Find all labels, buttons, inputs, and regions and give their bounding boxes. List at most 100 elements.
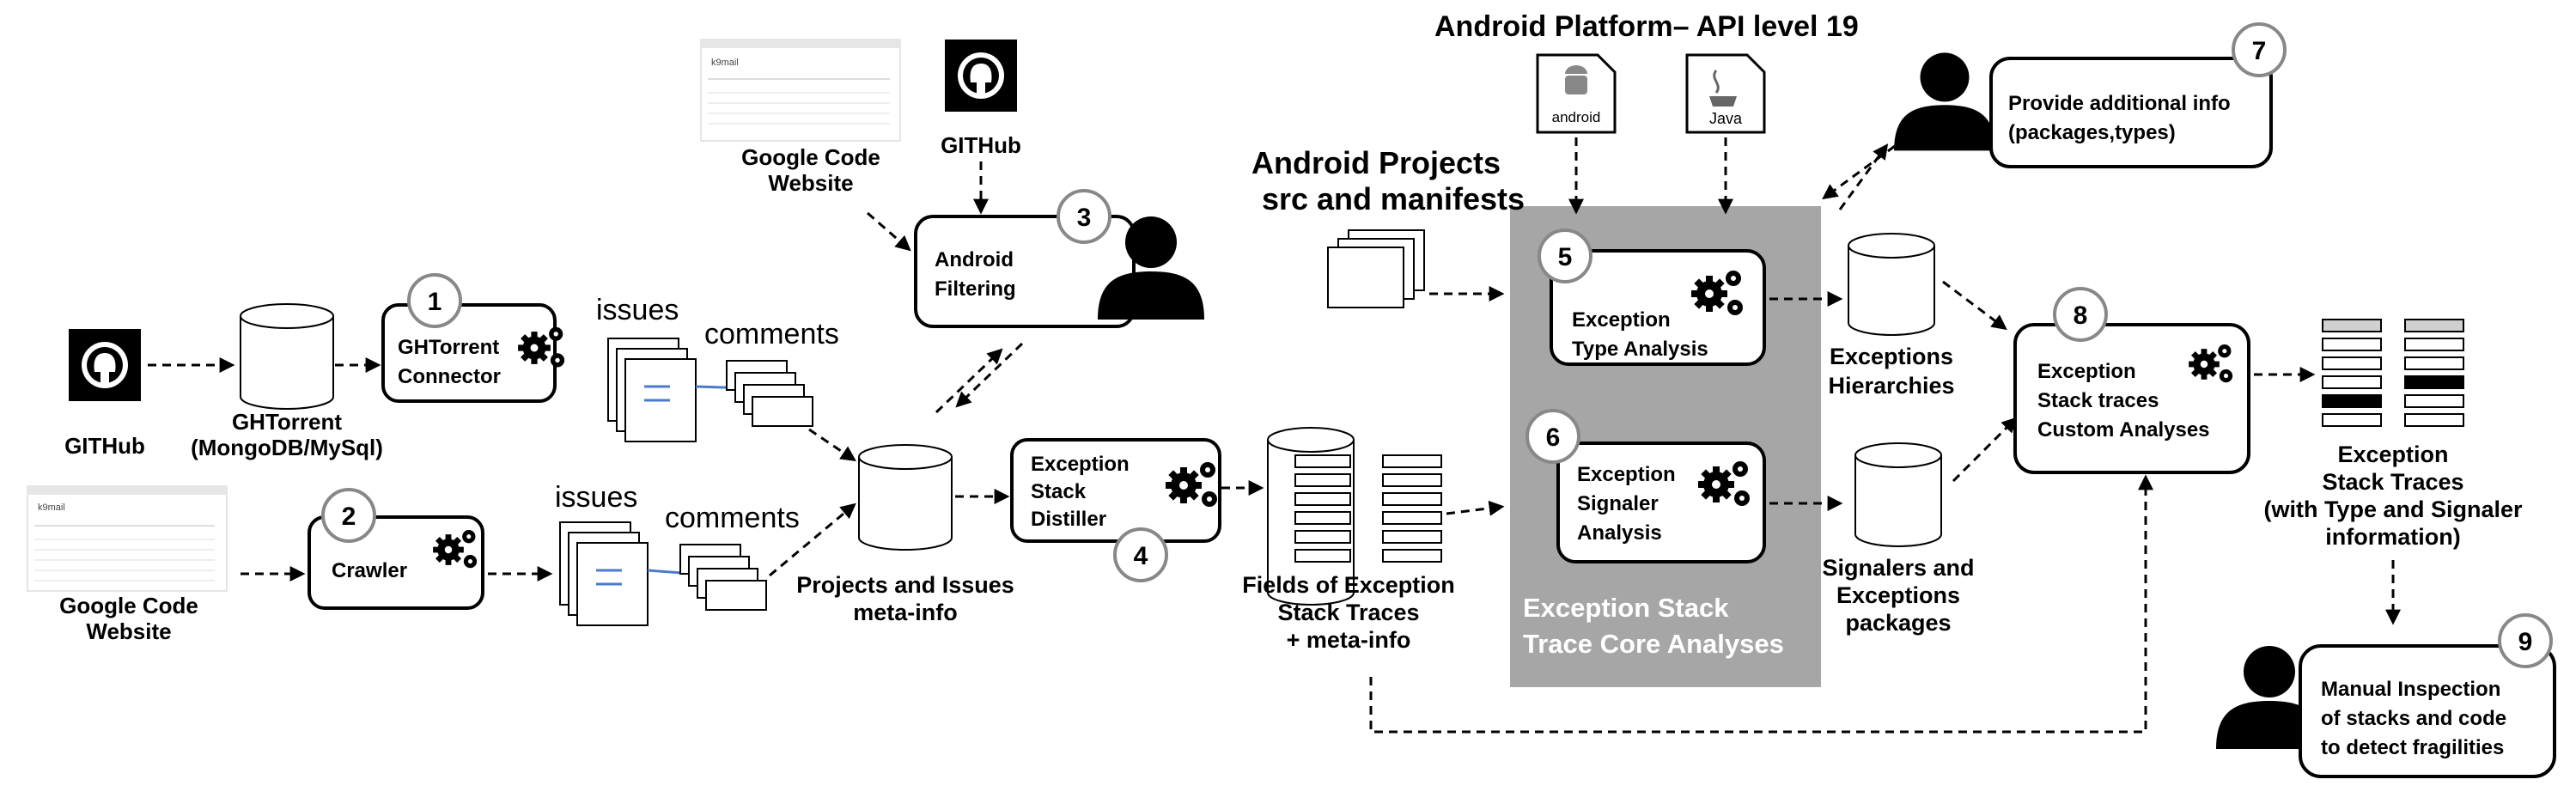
step7-label-2: (packages,types) <box>2008 121 2176 144</box>
arrow-fields-loop-to-custom <box>1369 474 2153 734</box>
issues-label-upper: issues <box>596 294 679 326</box>
signalers-label-2: Exceptions <box>1836 582 1960 608</box>
kdmail-top: k9mail <box>711 58 739 68</box>
step7-person-icon <box>1894 52 1995 151</box>
step1-label-2: Connector <box>398 365 501 388</box>
arrow-db-to-filtering <box>935 348 1003 414</box>
step7-number: 7 <box>2252 37 2267 65</box>
step5-number: 5 <box>1558 243 1573 271</box>
step4-badge <box>1113 527 1168 582</box>
step7-box <box>1989 57 2273 168</box>
step8-badge <box>2053 287 2108 342</box>
arrow-issues-upper-to-db <box>808 428 856 462</box>
fields-stack-db-icon <box>1267 427 1355 606</box>
fields-label-3: + meta-info <box>1287 627 1411 653</box>
step4-label-1: Exception <box>1031 453 1130 476</box>
android-projects-docs-icon <box>1327 229 1425 308</box>
step9-label-1: Manual Inspection <box>2321 678 2500 701</box>
github-logo-icon <box>69 329 141 401</box>
android-projects-label-2: src and manifests <box>1262 181 1525 216</box>
fields-list-icon <box>1382 454 1442 563</box>
output-stack-right-icon <box>2404 319 2464 427</box>
github-top-logo-icon <box>945 40 1017 112</box>
step3-label-2: Filtering <box>935 277 1016 301</box>
projects-issues-label-1: Projects and Issues <box>796 572 1014 598</box>
step3-badge <box>1057 189 1111 244</box>
step4-label-2: Stack <box>1031 480 1087 503</box>
projects-issues-db-icon <box>858 444 953 551</box>
arrow-core-to-user <box>1838 143 1889 210</box>
step7-badge <box>2232 22 2287 77</box>
android-logo-text: android <box>1552 109 1601 125</box>
google-code-bottom-label-1: Google Code <box>59 593 198 618</box>
step8-number: 8 <box>2074 301 2088 330</box>
output-stack-left-icon <box>2322 319 2382 427</box>
step9-label-3: to detect fragilities <box>2321 736 2504 759</box>
comments-label-upper: comments <box>704 318 839 350</box>
step9-number: 9 <box>2518 628 2533 656</box>
signalers-label-3: packages <box>1845 610 1951 636</box>
step2-badge <box>321 488 376 543</box>
fields-label-2: Stack Traces <box>1277 600 1419 625</box>
step6-badge <box>1526 409 1580 464</box>
step3-number: 3 <box>1077 204 1092 232</box>
step5-label-1: Exception <box>1572 308 1671 332</box>
comments-label-lower: comments <box>665 502 800 534</box>
google-code-screenshot-bottom: k9mail <box>27 485 228 592</box>
java-logo-text: Java <box>1709 110 1743 127</box>
step6-label-2: Signaler <box>1577 492 1659 515</box>
step1-label-1: GHTorrent <box>398 336 499 359</box>
step8-label-1: Exception <box>2037 360 2136 383</box>
exceptions-hierarchies-db-icon <box>1848 233 1935 336</box>
step7-label-1: Provide additional info <box>2008 92 2231 115</box>
signalers-label-1: Signalers and <box>1822 555 1974 581</box>
java-logo-icon: Java <box>1685 53 1766 134</box>
arrow-google-top-to-filtering <box>867 211 911 252</box>
hierarchies-label-2: Hierarchies <box>1828 373 1954 399</box>
step6-label-3: Analysis <box>1577 521 1662 545</box>
ghtorrent-db-label-1: GHTorrent <box>232 409 342 435</box>
android-projects-label-1: Android Projects <box>1251 145 1501 180</box>
step4-box <box>1010 438 1221 543</box>
arrow-user-to-core <box>1822 144 1896 200</box>
google-code-top-label-1: Google Code <box>741 144 880 170</box>
google-code-bottom-label-2: Website <box>86 618 171 644</box>
arrow-hierarchies-to-custom <box>1942 280 2007 331</box>
step8-label-2: Stack traces <box>2037 389 2159 412</box>
output-label-3: (with Type and Signaler <box>2263 496 2523 522</box>
step6-label-1: Exception <box>1577 463 1676 486</box>
core-title-line2: Trace Core Analyses <box>1523 629 1784 659</box>
comments-stack-lower <box>679 544 767 611</box>
step5-label-2: Type Analysis <box>1572 338 1708 361</box>
comments-stack-upper <box>726 360 813 427</box>
output-label-2: Stack Traces <box>2322 469 2463 495</box>
signalers-db-icon <box>1854 442 1942 547</box>
step1-number: 1 <box>428 288 442 316</box>
step2-number: 2 <box>342 502 356 531</box>
step3-box <box>914 215 1136 328</box>
google-code-screenshot-top: k9mail <box>700 39 901 142</box>
step1-box <box>381 303 557 403</box>
kdmail-bottom: k9mail <box>38 502 65 513</box>
projects-issues-label-2: meta-info <box>853 600 958 625</box>
platform-title: Android Platform– API level 19 <box>1434 10 1859 43</box>
issues-stack-upper <box>607 338 750 442</box>
step8-label-3: Custom Analyses <box>2037 418 2210 442</box>
issues-stack-lower <box>559 521 695 626</box>
fields-label-1: Fields of Exception <box>1242 572 1455 598</box>
arrow-fields-to-signaler <box>1446 500 1505 516</box>
ghtorrent-db-icon <box>240 303 334 410</box>
step9-box <box>2299 644 2556 778</box>
output-label-1: Exception <box>2337 442 2448 467</box>
android-logo-icon: android <box>1536 53 1617 134</box>
output-label-4: information) <box>2325 524 2460 550</box>
ghtorrent-db-label-2: (MongoDB/MySql) <box>191 435 383 460</box>
step1-badge <box>407 273 462 328</box>
github-source-label: GITHub <box>64 433 145 459</box>
arrow-filtering-to-db <box>955 342 1024 408</box>
step9-label-2: of stacks and code <box>2321 707 2506 730</box>
step2-label-1: Crawler <box>332 559 407 582</box>
hierarchies-label-1: Exceptions <box>1830 344 1953 369</box>
step4-number: 4 <box>1134 542 1148 570</box>
